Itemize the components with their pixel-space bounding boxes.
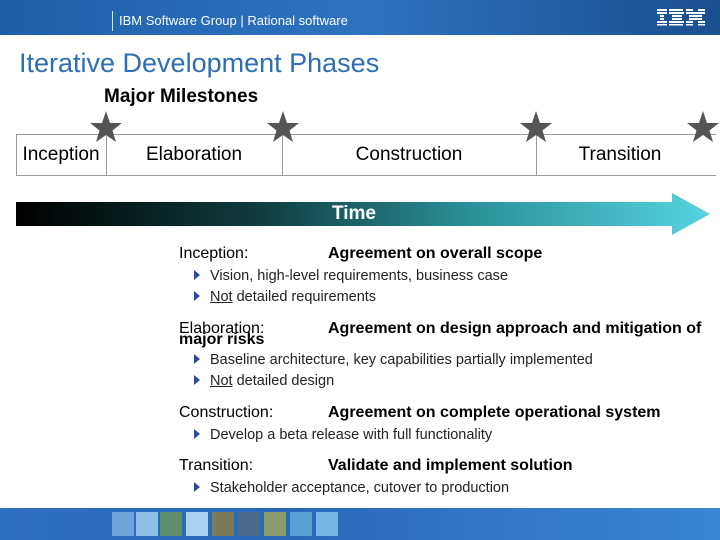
milestone-star-icon [686,110,720,144]
bullet-item: Develop a beta release with full functio… [194,427,492,443]
milestone-star-icon [519,110,553,144]
phase-divider [16,135,17,175]
milestone-star-icon [266,110,300,144]
bullet-triangle-icon [194,270,200,280]
bullet-item: Baseline architecture, key capabilities … [194,352,593,368]
footer-image-tile [238,512,260,536]
bullet-triangle-icon [194,354,200,364]
bullet-triangle-icon [194,482,200,492]
detail-label: Inception: [179,245,249,262]
detail-description: Agreement on design approach and mitigat… [328,320,702,337]
milestones-label: Major Milestones [104,86,259,107]
phase-construction: Construction [355,144,463,165]
footer-image-tile [212,512,234,536]
footer-image-tile [316,512,338,536]
phase-divider [106,135,107,175]
ibm-logo-icon [657,9,705,26]
phase-bar: Inception Elaboration Construction Trans… [16,134,716,176]
detail-construction: Construction: Agreement on complete oper… [179,404,699,424]
footer-image-tile [136,512,158,536]
footer-image-tile [264,512,286,536]
phase-transition: Transition [578,144,662,165]
bullet-item: Not detailed design [194,373,334,389]
bullet-item: Not detailed requirements [194,289,376,305]
detail-label: Elaboration: [179,320,265,337]
detail-label: Transition: [179,457,254,474]
header-text: IBM Software Group | Rational software [119,13,348,28]
detail-label: Construction: [179,404,274,421]
header-separator [112,11,113,31]
phase-divider [536,135,537,175]
detail-inception: Inception: Agreement on overall scope [179,245,699,265]
detail-description: Agreement on complete operational system [328,404,661,421]
footer-image-tile [112,512,134,536]
detail-label-overlap: major risks [179,331,265,348]
phase-divider [282,135,283,175]
detail-elaboration: Elaboration: Agreement on design approac… [179,320,719,340]
time-label: Time [332,203,377,224]
header-bar: IBM Software Group | Rational software [0,0,720,35]
phase-elaboration: Elaboration [145,144,243,165]
detail-transition: Transition: Validate and implement solut… [179,457,699,477]
milestone-star-icon [89,110,123,144]
detail-description: Validate and implement solution [328,457,573,474]
footer-image-tile [160,512,182,536]
time-arrow [16,193,710,235]
footer-image-tile [186,512,208,536]
phase-inception: Inception [22,144,100,165]
bullet-triangle-icon [194,375,200,385]
bullet-triangle-icon [194,291,200,301]
detail-description: Agreement on overall scope [328,245,543,262]
bullet-item: Vision, high-level requirements, busines… [194,268,508,284]
footer-bar [0,508,720,540]
bullet-item: Stakeholder acceptance, cutover to produ… [194,480,509,496]
footer-image-tile [290,512,312,536]
page-title: Iterative Development Phases [19,48,380,78]
bullet-triangle-icon [194,429,200,439]
